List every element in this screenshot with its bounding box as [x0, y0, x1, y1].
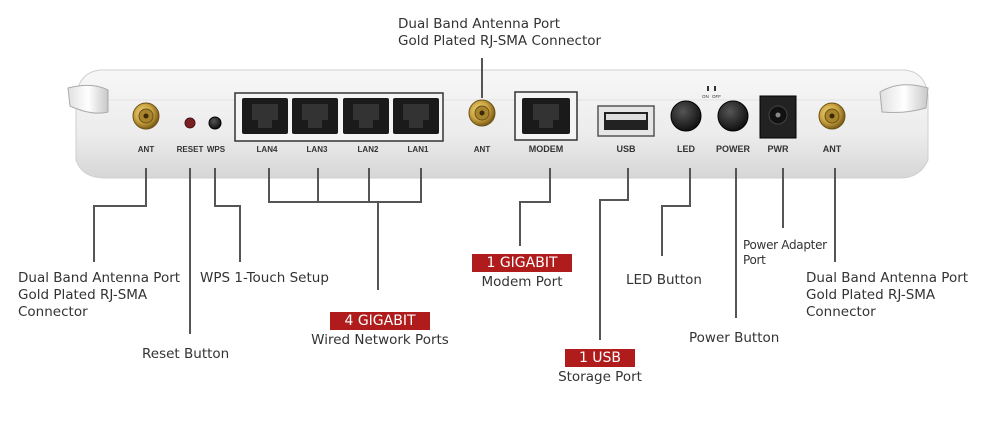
callout-power: Power Button: [689, 330, 779, 347]
callout-right-antenna-line3: Connector: [806, 304, 876, 320]
port-label-lan1: LAN1: [407, 145, 429, 154]
port-label-lan4: LAN4: [256, 145, 278, 154]
callout-modem-line1: Modem Port: [481, 274, 563, 290]
port-label-usb: USB: [616, 144, 636, 154]
leader-modem: [519, 168, 551, 246]
leader-led: [661, 168, 691, 256]
usb-port[interactable]: [597, 105, 655, 137]
callout-modem-tag: 1 GIGABIT: [472, 254, 572, 272]
lan2-port[interactable]: [343, 98, 389, 134]
port-label-lan3: LAN3: [306, 145, 328, 154]
callout-lan-tag: 4 GIGABIT: [330, 312, 430, 330]
callout-top-antenna: Dual Band Antenna Port Gold Plated RJ-SM…: [398, 16, 601, 50]
antenna-connector-middle: [468, 99, 496, 127]
callout-right-antenna-line1: Dual Band Antenna Port: [806, 270, 969, 286]
callout-led: LED Button: [626, 272, 702, 289]
callout-left-antenna-line2: Gold Plated RJ-SMA: [18, 287, 148, 303]
callout-wps: WPS 1-Touch Setup: [200, 270, 329, 287]
on-marker-icon: [707, 86, 709, 91]
antenna-connector-left: [132, 102, 160, 130]
port-label-ant-middle: ANT: [473, 145, 491, 154]
callout-right-antenna: Dual Band Antenna Port Gold Plated RJ-SM…: [806, 270, 968, 321]
led-button[interactable]: [670, 100, 702, 132]
on-label: ON: [702, 94, 709, 99]
port-label-power: POWER: [715, 144, 750, 154]
modem-port[interactable]: [514, 91, 578, 141]
leader-left-antenna: [93, 168, 147, 262]
callout-power-adapter: Power Adapter Port: [743, 238, 827, 268]
callout-reset: Reset Button: [142, 346, 229, 363]
callout-lan: 4 GIGABIT Wired Network Ports: [298, 312, 462, 349]
leader-usb: [599, 168, 629, 340]
left-foot: [67, 84, 109, 114]
leader-lan: [268, 168, 422, 290]
lan-port-block: [234, 92, 444, 142]
lan4-port[interactable]: [242, 98, 288, 134]
port-label-ant-left: ANT: [137, 145, 155, 154]
off-marker-icon: [714, 86, 716, 91]
callout-right-antenna-line2: Gold Plated RJ-SMA: [806, 287, 936, 303]
callout-left-antenna: Dual Band Antenna Port Gold Plated RJ-SM…: [18, 270, 180, 321]
lan1-port[interactable]: [393, 98, 439, 134]
port-label-wps: WPS: [206, 145, 226, 154]
callout-modem: 1 GIGABIT Modem Port: [462, 254, 582, 291]
port-label-reset: RESET: [176, 145, 204, 154]
callout-top-antenna-line1: Dual Band Antenna Port: [398, 16, 561, 32]
callout-usb-line1: Storage Port: [558, 369, 642, 385]
power-button[interactable]: [717, 100, 749, 132]
right-foot: [879, 84, 929, 113]
port-label-modem: MODEM: [528, 144, 564, 154]
callout-lan-line1: Wired Network Ports: [311, 332, 449, 348]
port-label-pwr: PWR: [767, 144, 789, 154]
callout-usb: 1 USB Storage Port: [546, 349, 654, 386]
leader-lines: [93, 58, 836, 340]
router-body: [67, 69, 929, 179]
off-label: OFF: [712, 94, 721, 99]
reset-pinhole[interactable]: [184, 117, 196, 129]
callout-wps-line1: WPS 1-Touch Setup: [200, 270, 329, 286]
leader-wps: [214, 168, 241, 262]
callout-left-antenna-line3: Connector: [18, 304, 88, 320]
wps-button[interactable]: [208, 116, 222, 130]
callout-left-antenna-line1: Dual Band Antenna Port: [18, 270, 181, 286]
port-label-ant-right: ANT: [822, 144, 842, 154]
callout-usb-tag: 1 USB: [564, 349, 636, 367]
callout-power-line1: Power Button: [689, 330, 780, 346]
lan3-port[interactable]: [292, 98, 338, 134]
callout-power-adapter-line1: Power Adapter: [743, 238, 827, 252]
port-label-led: LED: [677, 144, 695, 154]
port-label-lan2: LAN2: [357, 145, 379, 154]
callout-led-line1: LED Button: [626, 272, 702, 288]
callout-reset-line1: Reset Button: [142, 346, 230, 362]
antenna-connector-right: [818, 102, 846, 130]
callout-power-adapter-line2: Port: [743, 253, 766, 267]
callout-top-antenna-line2: Gold Plated RJ-SMA Connector: [398, 33, 602, 49]
power-adapter-port[interactable]: [759, 95, 797, 139]
